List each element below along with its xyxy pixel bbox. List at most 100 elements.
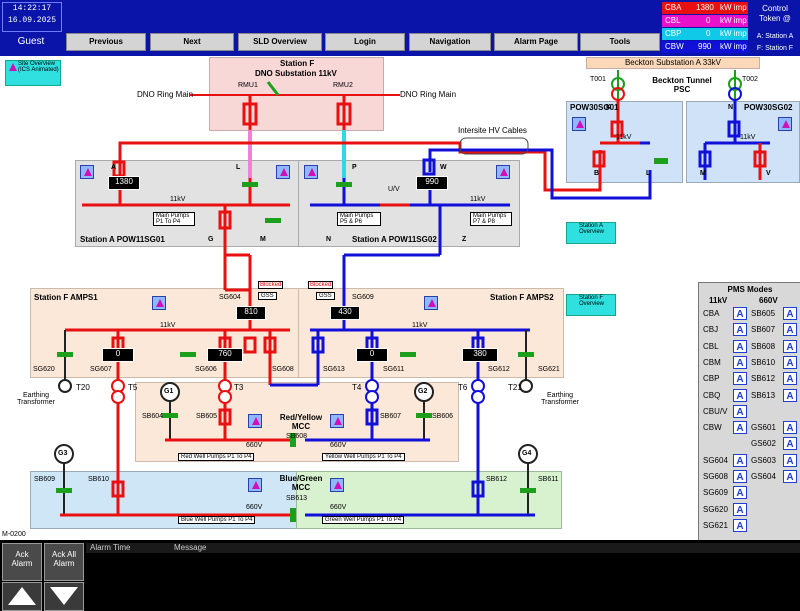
kw-name: CBP — [665, 29, 682, 38]
pms-mode-button[interactable]: A — [733, 307, 747, 320]
pms-mode-button[interactable]: A — [733, 486, 747, 500]
pow11sg01-right-icon[interactable] — [276, 165, 290, 179]
kv-label: 11kV — [616, 134, 632, 141]
red-yellow-mcc-left-icon[interactable] — [248, 414, 262, 428]
dno-title-1: Station F — [280, 59, 315, 68]
feeder-m-label: M — [260, 236, 266, 243]
sg606-label: SG606 — [195, 366, 217, 373]
t001-label: T001 — [590, 76, 606, 83]
station-a-overview-button[interactable]: Station A Overview — [566, 222, 616, 244]
pow11sg01-nav-icon[interactable] — [80, 165, 94, 179]
pms-breaker-label: SB613 — [751, 390, 776, 400]
pms-mode-button[interactable]: A — [733, 323, 747, 337]
sg611-label: SG611 — [383, 366, 405, 373]
sb613-label: SB613 — [286, 495, 308, 502]
sb605-label: SB605 — [196, 413, 218, 420]
kw-value: 1380 — [696, 3, 714, 12]
pow11sg02-right-icon[interactable] — [496, 165, 510, 179]
pow11sg02-nav-icon[interactable] — [304, 165, 318, 179]
pms-mode-button[interactable]: A — [733, 404, 747, 418]
pms-col-11kv: 11kV — [709, 296, 728, 305]
login-button[interactable]: Login — [325, 33, 405, 51]
sb607-label: SB607 — [380, 413, 402, 420]
t5-label: T5 — [128, 383, 138, 392]
red-yellow-mcc-label: Red/Yellow MCC — [279, 413, 323, 431]
pms-mode-button[interactable]: A — [783, 307, 797, 320]
pms-mode-button[interactable]: A — [783, 323, 797, 337]
sb608-label: SB608 — [286, 433, 308, 440]
main-pumps-p1-p4: Main Pumps P1 To P4 — [153, 212, 195, 226]
uv-label: U/V — [388, 186, 400, 193]
meter-sg606: 760 — [207, 348, 243, 362]
ack-alarm-button[interactable]: Ack Alarm — [2, 543, 42, 581]
pms-breaker-label: CBW — [703, 423, 722, 433]
gss-box-right: GSS — [316, 292, 335, 300]
pow30sg01-nav-icon[interactable] — [572, 117, 586, 131]
pms-mode-button[interactable]: A — [783, 453, 797, 467]
previous-button[interactable]: Previous — [66, 33, 146, 51]
pms-mode-button[interactable]: A — [733, 355, 747, 369]
voltage-label: 660V — [330, 442, 347, 449]
pms-breaker-label: SB612 — [751, 374, 776, 384]
pms-mode-button[interactable]: A — [733, 518, 747, 532]
pms-mode-button[interactable]: A — [783, 388, 797, 402]
pms-mode-button[interactable]: A — [733, 372, 747, 386]
t002-label: T002 — [742, 76, 758, 83]
pms-mode-button[interactable]: A — [733, 421, 747, 435]
blocked-badge-right: Blocked — [308, 281, 334, 289]
kw-value: 0 — [706, 29, 711, 38]
pms-breaker-label: CBU/V — [703, 406, 728, 416]
pms-breaker-label: SB608 — [751, 341, 776, 351]
scroll-down-button[interactable] — [44, 582, 84, 611]
alarm-page-button[interactable]: Alarm Page — [494, 33, 578, 51]
g2-label: G2 — [418, 388, 428, 395]
navigation-button[interactable]: Navigation — [409, 33, 491, 51]
blue-green-mcc-right-icon[interactable] — [330, 478, 344, 492]
pms-mode-button[interactable]: A — [783, 470, 797, 483]
scroll-up-button[interactable] — [2, 582, 42, 611]
pms-mode-button[interactable]: A — [783, 372, 797, 386]
sb604-label: SB604 — [142, 413, 164, 420]
pms-mode-button[interactable]: A — [733, 453, 747, 467]
pow11sg01-label: Station A POW11SG01 — [80, 235, 165, 244]
pms-mode-button[interactable]: A — [733, 388, 747, 402]
blue-green-mcc-label: Blue/Green MCC — [279, 474, 323, 492]
ack-all-alarm-button[interactable]: Ack All Alarm — [44, 543, 84, 581]
tools-button[interactable]: Tools — [580, 33, 660, 51]
pms-mode-button[interactable]: A — [733, 502, 747, 516]
kv-label: 11kV — [170, 196, 186, 203]
blue-green-mcc-left-icon[interactable] — [248, 478, 262, 492]
feeder-n-label: N — [326, 236, 332, 243]
pms-breaker-label: SG621 — [703, 520, 728, 530]
red-yellow-mcc-right-icon[interactable] — [330, 414, 344, 428]
amps1-nav-icon[interactable] — [152, 296, 166, 310]
pms-breaker-label: SG609 — [703, 488, 728, 498]
kw-unit: kW imp — [720, 3, 747, 12]
station-a-overview-label: Station A Overview — [579, 223, 605, 235]
voltage-label: 660V — [330, 504, 347, 511]
pow30sg02-nav-icon[interactable] — [778, 117, 792, 131]
kw-row-cbl: CBL 0 kW imp — [662, 15, 748, 27]
pms-mode-button[interactable]: A — [783, 355, 797, 369]
pms-mode-button[interactable]: A — [733, 339, 747, 353]
control-token: Control Token @ A: Station A F: Station … — [752, 2, 798, 54]
meter-sg604: 810 — [236, 306, 266, 320]
pms-breaker-label: GS601 — [751, 423, 776, 433]
next-button[interactable]: Next — [150, 33, 234, 51]
ack-alarm-label: Ack Alarm — [11, 550, 33, 568]
earthing-transformer-right: Earthing Transformer — [541, 392, 579, 406]
pms-mode-button[interactable]: A — [783, 421, 797, 435]
pms-mode-button[interactable]: A — [733, 470, 747, 483]
sld-overview-button[interactable]: SLD Overview — [238, 33, 322, 51]
n-label: N — [728, 104, 734, 111]
pms-breaker-label: CBQ — [703, 390, 721, 400]
clock: 14:22:17 16.09.2025 — [2, 2, 62, 32]
station-f-overview-button[interactable]: Station F Overview — [566, 294, 616, 316]
pms-mode-button[interactable]: A — [783, 437, 797, 451]
pms-mode-button[interactable]: A — [783, 339, 797, 353]
arrow-up-icon — [8, 587, 36, 605]
pow11sg02-label: Station A POW11SG02 — [352, 235, 437, 244]
rmu1-label: RMU1 — [238, 82, 258, 89]
amps2-nav-icon[interactable] — [424, 296, 438, 310]
